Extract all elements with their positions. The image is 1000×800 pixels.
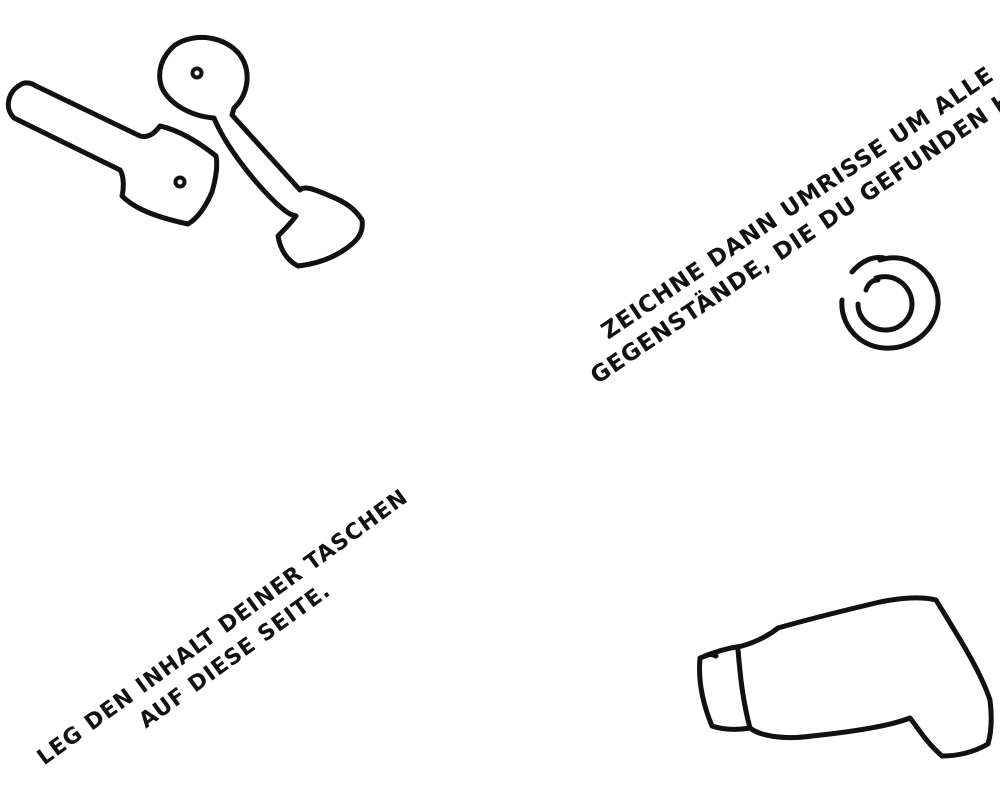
coin-outline-icon (839, 255, 941, 351)
key-outline-left-icon (5, 80, 220, 227)
lighter-outline-icon (697, 595, 994, 759)
key-outline-right-icon (157, 35, 365, 269)
